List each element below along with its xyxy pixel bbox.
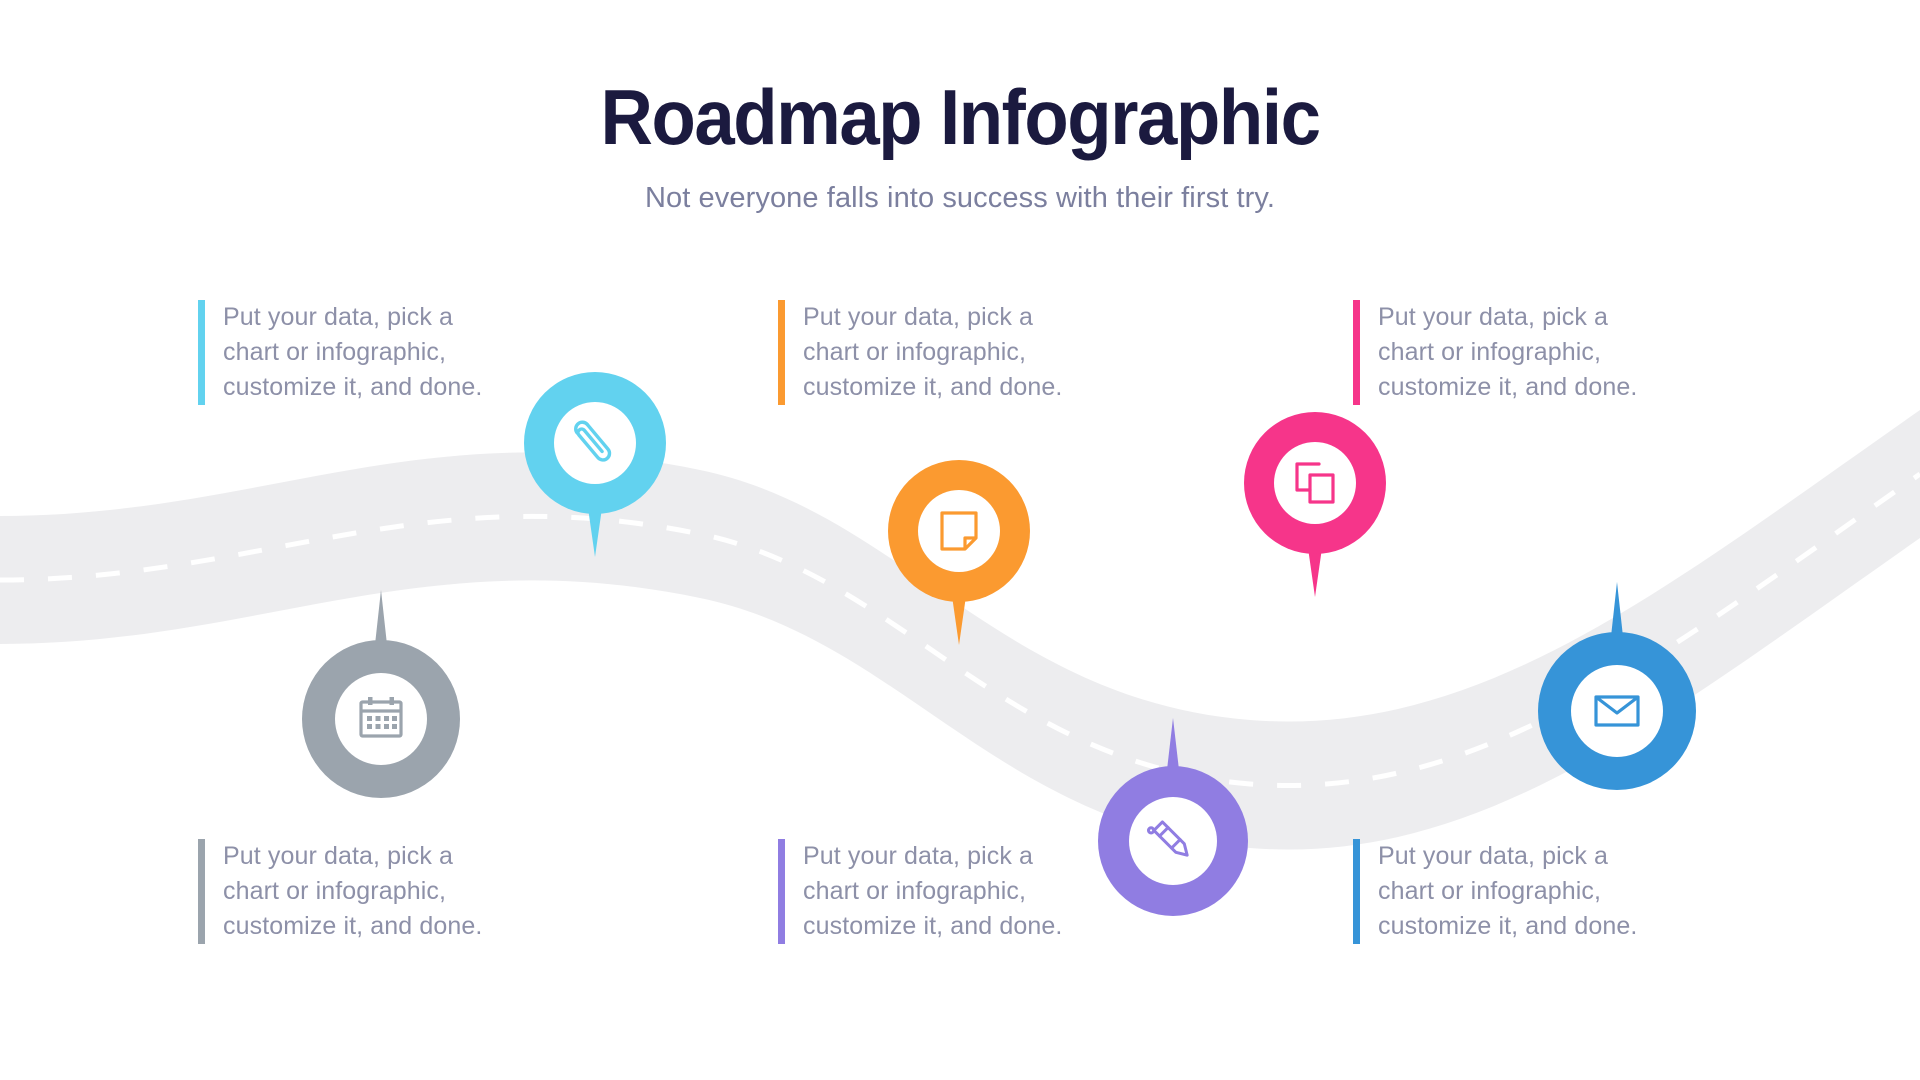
step-6-pin[interactable] xyxy=(1538,582,1696,790)
step-3-text-block: Put your data, pick a chart or infograph… xyxy=(778,300,1062,405)
step-3-pin[interactable] xyxy=(888,460,1030,645)
page-subtitle: Not everyone falls into success with the… xyxy=(644,182,1276,214)
step-3-description: Put your data, pick a chart or infograph… xyxy=(803,303,1063,401)
paperclip-icon xyxy=(574,420,612,462)
page-title: Roadmap Infographic xyxy=(600,73,1320,161)
pin-inner-circle xyxy=(918,490,1000,572)
envelope-icon xyxy=(1594,695,1640,727)
step-2-text-block: Put your data, pick a chart or infograph… xyxy=(198,839,482,944)
step-5-description: Put your data, pick a chart or infograph… xyxy=(1378,303,1638,401)
step-4-accent-bar xyxy=(778,839,785,944)
step-6-accent-bar xyxy=(1353,839,1360,944)
calendar-icon xyxy=(359,697,403,738)
step-1-pin[interactable] xyxy=(524,372,666,557)
step-5-text-block: Put your data, pick a chart or infograph… xyxy=(1353,300,1637,405)
step-3-accent-bar xyxy=(778,300,785,405)
step-1-description: Put your data, pick a chart or infograph… xyxy=(223,303,483,401)
note-page-icon xyxy=(940,511,978,551)
pin-inner-circle xyxy=(1129,797,1217,885)
step-4-pin[interactable] xyxy=(1098,718,1248,916)
pen-icon xyxy=(1146,820,1189,857)
header: Roadmap Infographic Not everyone falls i… xyxy=(0,78,1920,215)
pin-inner-circle xyxy=(1274,442,1356,524)
step-2-accent-bar xyxy=(198,839,205,944)
copy-documents-icon xyxy=(1295,462,1335,504)
step-4-text-block: Put your data, pick a chart or infograph… xyxy=(778,839,1062,944)
step-1-accent-bar xyxy=(198,300,205,405)
step-1-text-block: Put your data, pick a chart or infograph… xyxy=(198,300,482,405)
pin-inner-circle xyxy=(335,673,427,765)
step-6-description: Put your data, pick a chart or infograph… xyxy=(1378,842,1638,940)
step-4-description: Put your data, pick a chart or infograph… xyxy=(803,842,1063,940)
step-5-pin[interactable] xyxy=(1244,412,1386,597)
step-6-text-block: Put your data, pick a chart or infograph… xyxy=(1353,839,1637,944)
step-2-description: Put your data, pick a chart or infograph… xyxy=(223,842,483,940)
step-5-accent-bar xyxy=(1353,300,1360,405)
step-2-pin[interactable] xyxy=(302,590,460,798)
